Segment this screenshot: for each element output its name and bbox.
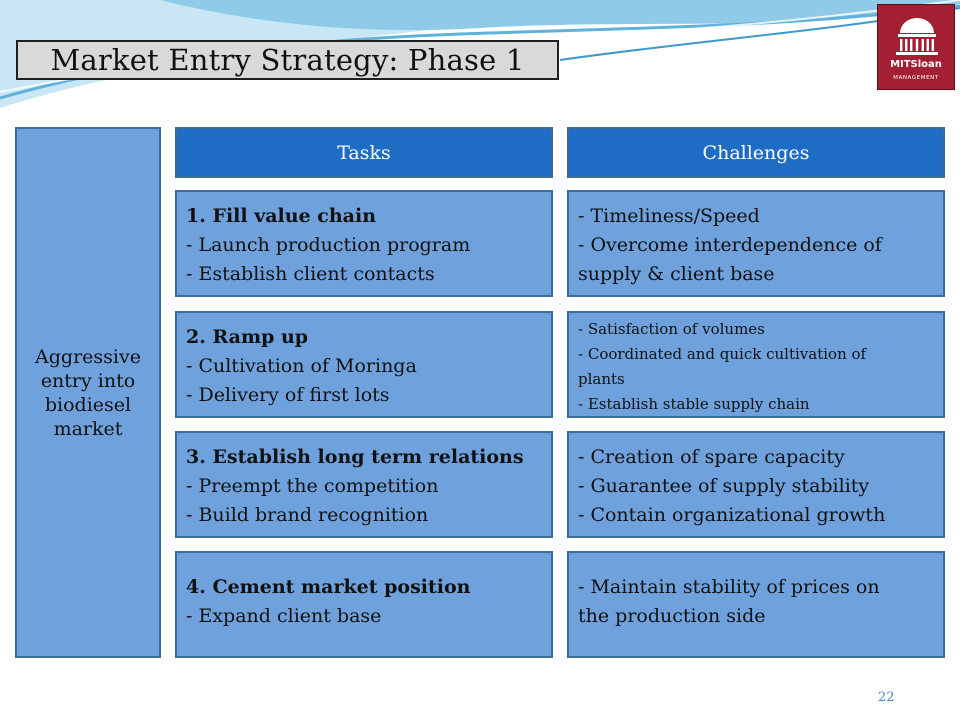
challenge-line: - Establish stable supply chain [578, 395, 810, 413]
task-cell-3: 3. Establish long term relations - Preem… [175, 431, 553, 538]
task-title: 1. Fill value chain [186, 205, 377, 227]
challenge-cell-2: - Satisfaction of volumes - Coordinated … [567, 311, 945, 418]
challenge-line: - Timeliness/Speed [578, 205, 760, 227]
challenge-line: - Creation of spare capacity [578, 446, 845, 468]
task-line: - Expand client base [186, 605, 382, 627]
challenge-line: - Contain organizational growth [578, 504, 886, 526]
task-cell-1: 1. Fill value chain - Launch production … [175, 190, 553, 297]
challenge-cell-3: - Creation of spare capacity - Guarantee… [567, 431, 945, 538]
task-line: - Build brand recognition [186, 504, 429, 526]
challenge-line: supply & client base [578, 263, 775, 285]
challenge-line: - Coordinated and quick cultivation of [578, 345, 867, 363]
strategy-label-box: Aggressive entry into biodiesel market [15, 127, 161, 658]
task-line: - Cultivation of Moringa [186, 355, 417, 377]
task-cell-4: 4. Cement market position - Expand clien… [175, 551, 553, 658]
page-number: 22 [878, 690, 895, 705]
task-title: 2. Ramp up [186, 326, 309, 348]
task-title: 4. Cement market position [186, 576, 471, 598]
mit-sloan-logo: MITSloan MANAGEMENT [877, 4, 955, 90]
challenge-line: the production side [578, 605, 766, 627]
logo-subtext: MANAGEMENT [893, 75, 939, 81]
task-line: - Preempt the competition [186, 475, 439, 497]
challenge-cell-1: - Timeliness/Speed - Overcome interdepen… [567, 190, 945, 297]
task-cell-2: 2. Ramp up - Cultivation of Moringa - De… [175, 311, 553, 418]
logo-text: MITSloan [890, 59, 942, 70]
challenge-cell-4: - Maintain stability of prices on the pr… [567, 551, 945, 658]
challenge-line: - Guarantee of supply stability [578, 475, 870, 497]
task-line: - Establish client contacts [186, 263, 435, 285]
tasks-header: Tasks [175, 127, 553, 178]
task-line: - Delivery of first lots [186, 384, 390, 406]
task-line: - Launch production program [186, 234, 471, 256]
task-title: 3. Establish long term relations [186, 446, 524, 468]
challenge-line: - Satisfaction of volumes [578, 320, 765, 338]
challenge-line: plants [578, 370, 625, 388]
challenge-line: - Overcome interdependence of [578, 234, 882, 256]
slide-title: Market Entry Strategy: Phase 1 [16, 40, 559, 80]
challenge-line: - Maintain stability of prices on [578, 576, 880, 598]
challenges-header: Challenges [567, 127, 945, 178]
dome-icon [896, 18, 938, 55]
